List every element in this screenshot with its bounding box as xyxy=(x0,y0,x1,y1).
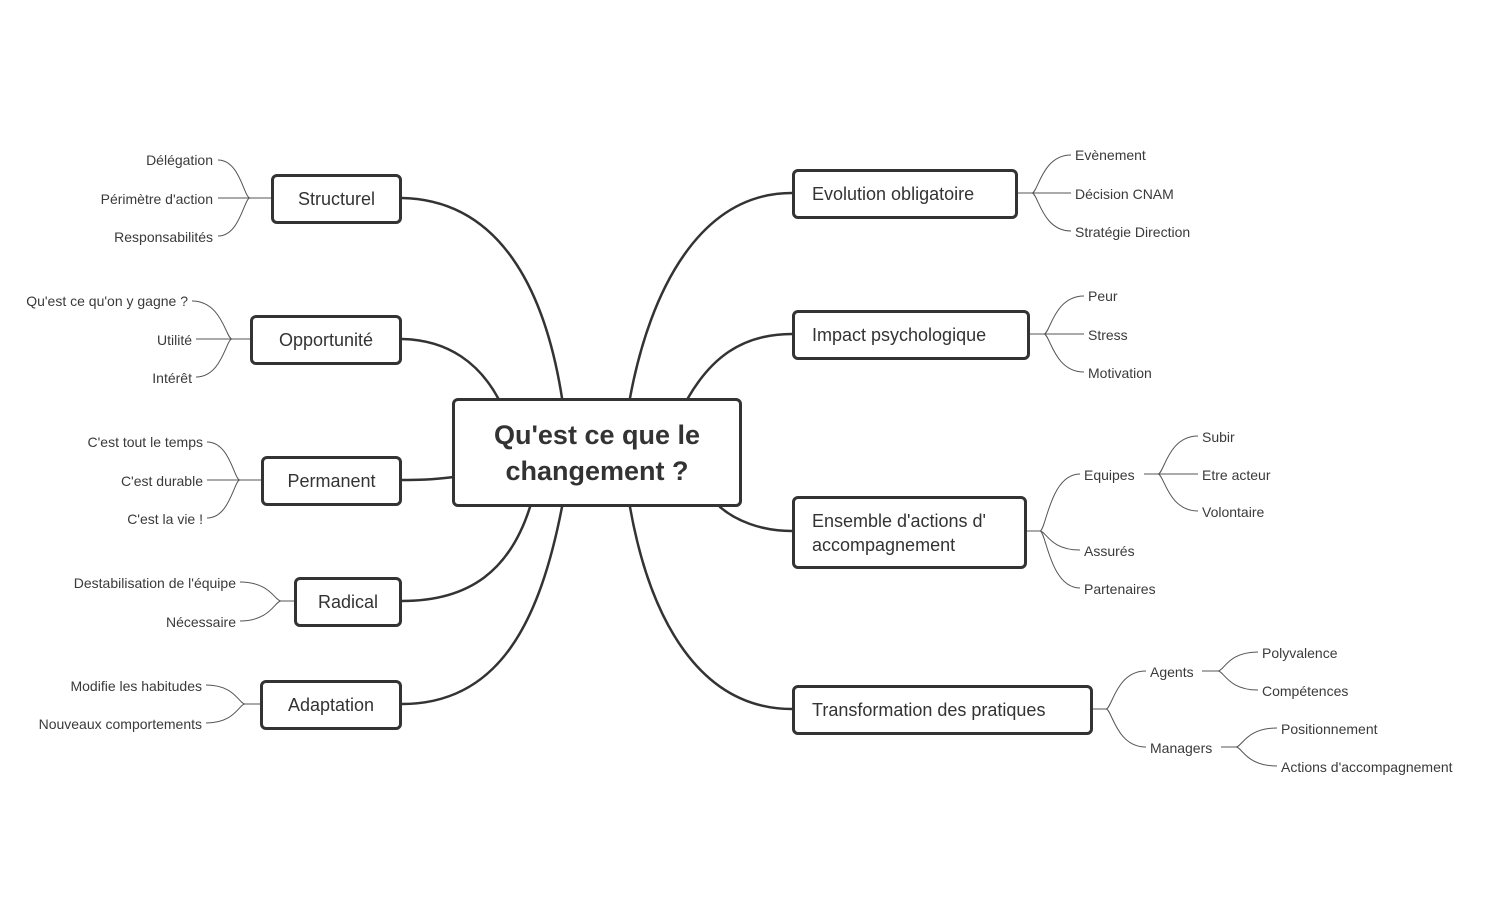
leaf-responsabilites[interactable]: Responsabilités xyxy=(114,229,213,245)
leaf-strategie-direction[interactable]: Stratégie Direction xyxy=(1075,224,1191,240)
leaf-c-est-tout-le-temps[interactable]: C'est tout le temps xyxy=(87,434,204,450)
leaf-c-est-durable[interactable]: C'est durable xyxy=(120,473,203,489)
topic-label: Evolution obligatoire xyxy=(812,184,975,204)
leaf-interet[interactable]: Intérêt xyxy=(152,370,192,386)
leaf-volontaire[interactable]: Volontaire xyxy=(1202,504,1265,520)
topic-ensemble-actions[interactable]: Ensemble d'actions d' accompagnement xyxy=(792,496,1027,569)
topic-evolution-obligatoire[interactable]: Evolution obligatoire xyxy=(792,169,1018,219)
topic-structurel[interactable]: Structurel xyxy=(271,174,402,224)
leaf-evenement[interactable]: Evènement xyxy=(1075,147,1146,163)
leaf-qu-est-ce-qu-on-y-gagne[interactable]: Qu'est ce qu'on y gagne ? xyxy=(26,293,188,309)
leaf-partenaires[interactable]: Partenaires xyxy=(1084,581,1156,597)
leaf-peur[interactable]: Peur xyxy=(1088,288,1118,304)
leaf-c-est-la-vie[interactable]: C'est la vie ! xyxy=(127,511,203,527)
leaf-stress[interactable]: Stress xyxy=(1088,327,1128,343)
root-topic[interactable]: Qu'est ce que le changement ? xyxy=(452,398,742,507)
topic-label: Transformation des pratiques xyxy=(812,700,1046,720)
leaf-actions-accompagnement[interactable]: Actions d'accompagnement xyxy=(1281,759,1453,775)
topic-label: Impact psychologique xyxy=(812,325,987,345)
subtopic-managers[interactable]: Managers xyxy=(1150,740,1213,756)
topic-label: Structurel xyxy=(297,188,376,209)
leaf-nouveaux-comportements[interactable]: Nouveaux comportements xyxy=(38,716,202,732)
leaf-destabilisation-equipe[interactable]: Destabilisation de l'équipe xyxy=(73,575,236,591)
leaf-etre-acteur[interactable]: Etre acteur xyxy=(1202,467,1271,483)
link-radical xyxy=(400,505,532,603)
topic-label: Opportunité xyxy=(278,329,374,350)
leaf-competences[interactable]: Compétences xyxy=(1262,683,1349,699)
link-structurel xyxy=(400,196,564,400)
topic-impact-psychologique[interactable]: Impact psychologique xyxy=(792,310,1030,360)
link-ensemble xyxy=(718,505,794,533)
topic-opportunite[interactable]: Opportunité xyxy=(250,315,402,365)
link-transformation xyxy=(628,505,794,711)
link-permanent xyxy=(400,475,456,482)
leaf-assures[interactable]: Assurés xyxy=(1084,543,1135,559)
topic-adaptation[interactable]: Adaptation xyxy=(260,680,402,730)
leaf-motivation[interactable]: Motivation xyxy=(1088,365,1152,381)
leaf-decision-cnam[interactable]: Décision CNAM xyxy=(1075,186,1174,202)
leaf-polyvalence[interactable]: Polyvalence xyxy=(1262,645,1338,661)
leaf-necessaire[interactable]: Nécessaire xyxy=(165,614,236,630)
subtopic-equipes[interactable]: Equipes xyxy=(1084,467,1135,483)
topic-transformation-pratiques[interactable]: Transformation des pratiques xyxy=(792,685,1093,735)
subtopic-agents[interactable]: Agents xyxy=(1150,664,1194,680)
leaf-perimetre-action[interactable]: Périmètre d'action xyxy=(100,191,213,207)
topic-label: Radical xyxy=(317,591,379,612)
leaf-modifie-habitudes[interactable]: Modifie les habitudes xyxy=(70,678,202,694)
topic-label: Ensemble d'actions d' accompagnement xyxy=(812,510,986,555)
leaf-positionnement[interactable]: Positionnement xyxy=(1281,721,1378,737)
topic-permanent[interactable]: Permanent xyxy=(261,456,402,506)
link-opportunite xyxy=(400,337,500,400)
topic-label: Adaptation xyxy=(287,694,375,715)
link-evolution xyxy=(628,191,794,400)
link-adaptation xyxy=(400,505,564,706)
topic-label: Permanent xyxy=(287,470,376,491)
topic-radical[interactable]: Radical xyxy=(294,577,402,627)
link-impact xyxy=(686,332,794,400)
root-topic-label: Qu'est ce que le changement ? xyxy=(494,419,700,486)
leaf-delegation[interactable]: Délégation xyxy=(146,152,213,168)
leaf-utilite[interactable]: Utilité xyxy=(156,332,192,348)
leaf-subir[interactable]: Subir xyxy=(1202,429,1235,445)
